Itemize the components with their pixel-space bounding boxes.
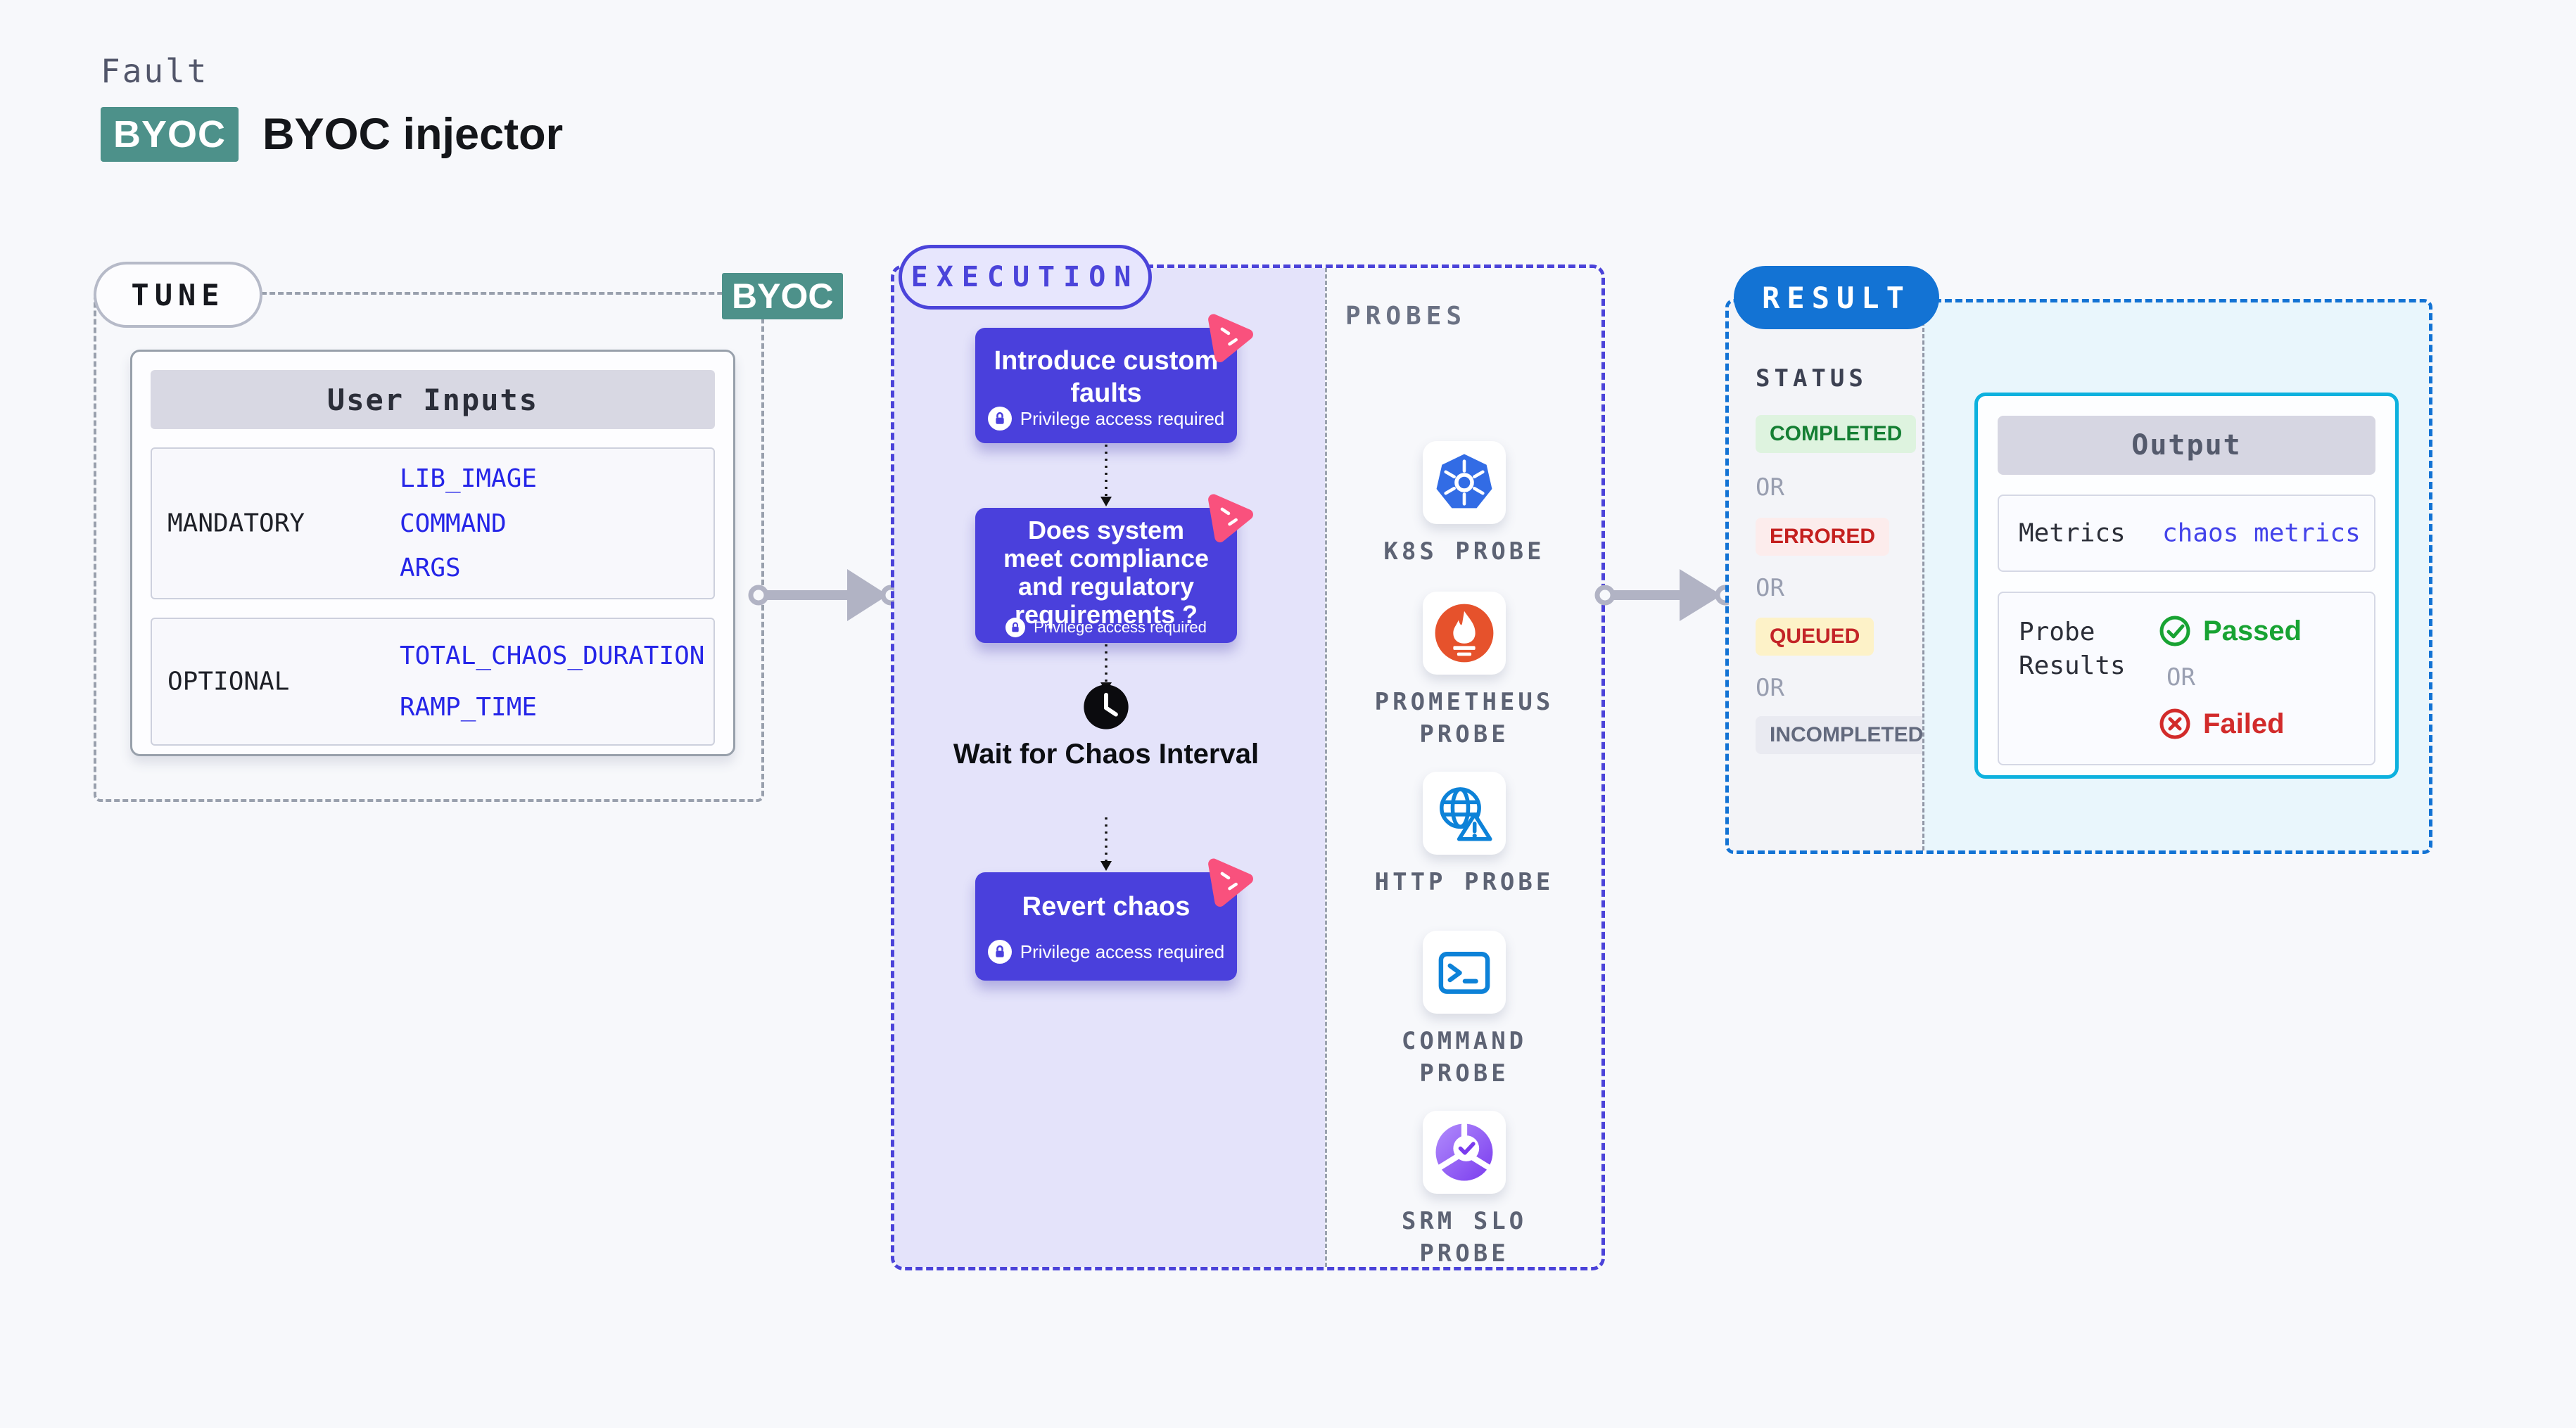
byoc-badge: BYOC — [101, 107, 239, 162]
failed-label: Failed — [2203, 708, 2285, 739]
chaos-fault-icon — [1208, 858, 1253, 907]
lock-icon — [987, 407, 1012, 431]
tune-section-border — [94, 292, 764, 802]
page-title: BYOC injector — [262, 110, 564, 159]
step-compliance-check: Does system meet compliance and regulato… — [975, 494, 1253, 643]
user-inputs-title: User Inputs — [151, 370, 715, 429]
env-var: TOTAL_CHAOS_DURATION — [400, 642, 705, 670]
privilege-note: Privilege access required — [975, 407, 1237, 431]
list-item-k8s-probe: K8S PROBE — [1327, 441, 1601, 568]
list-item-command-probe: COMMAND PROBE — [1327, 931, 1601, 1090]
probe-results-row: Probe Results Passed OR — [1998, 592, 2375, 765]
step-revert-chaos: Revert chaos Privilege access required — [975, 858, 1253, 981]
list-item-prometheus-probe: PROMETHEUS PROBE — [1327, 592, 1601, 751]
command-probe-icon — [1423, 931, 1506, 1014]
tune-pill: TUNE — [94, 262, 262, 328]
metrics-label: Metrics — [2019, 518, 2126, 548]
env-var: RAMP_TIME — [400, 693, 538, 722]
output-panel: Output Metrics chaos metrics Probe Resul… — [1922, 302, 2429, 850]
probe-label: HTTP PROBE — [1374, 868, 1554, 896]
tune-byoc-tag: BYOC — [722, 273, 844, 319]
probes-title: PROBES — [1345, 302, 1467, 331]
execution-pill: EXECUTION — [899, 245, 1152, 310]
privilege-text: Privilege access required — [1020, 407, 1225, 429]
metrics-value: chaos metrics — [2162, 518, 2361, 548]
check-circle-icon — [2159, 616, 2190, 646]
metrics-row: Metrics chaos metrics — [1998, 495, 2375, 572]
step-title: Revert chaos — [1022, 892, 1191, 922]
result-pill: RESULT — [1734, 266, 1939, 329]
or-label: OR — [1756, 674, 1784, 702]
table-row-optional: OPTIONAL TOTAL_CHAOS_DURATION RAMP_TIME — [151, 618, 715, 746]
probe-label: COMMAND PROBE — [1401, 1027, 1528, 1088]
user-inputs-card: User Inputs MANDATORY LIB_IMAGE COMMAND … — [130, 350, 735, 756]
output-card: Output Metrics chaos metrics Probe Resul… — [1974, 393, 2399, 779]
table-row-mandatory: MANDATORY LIB_IMAGE COMMAND ARGS — [151, 447, 715, 599]
execution-flow: Introduce custom faults Privilege access… — [891, 264, 1321, 1270]
env-var: LIB_IMAGE — [400, 464, 538, 494]
status-badge-completed: COMPLETED — [1756, 415, 1917, 453]
prometheus-probe-icon — [1423, 592, 1506, 675]
optional-values: TOTAL_CHAOS_DURATION RAMP_TIME — [400, 619, 704, 744]
step-title: Does system meet compliance and regulato… — [1003, 516, 1210, 629]
chaos-fault-icon — [1208, 314, 1253, 362]
page-header: BYOC BYOC injector — [101, 107, 563, 162]
mandatory-values: LIB_IMAGE COMMAND ARGS — [400, 449, 537, 598]
env-var: COMMAND — [400, 509, 507, 538]
list-item-http-probe: HTTP PROBE — [1327, 772, 1601, 898]
clock-icon — [1083, 684, 1129, 730]
row-label: OPTIONAL — [167, 667, 290, 696]
probe-label: PROMETHEUS PROBE — [1374, 688, 1554, 748]
wait-for-chaos-interval-label: Wait for Chaos Interval — [953, 739, 1260, 770]
passed-row: Passed — [2158, 614, 2302, 648]
probe-label: SRM SLO PROBE — [1401, 1207, 1528, 1268]
passed-label: Passed — [2203, 615, 2302, 646]
status-title: STATUS — [1756, 364, 1867, 393]
status-badge-incompleted: INCOMPLETED — [1756, 716, 1938, 754]
probe-results-label: Probe Results — [2019, 618, 2126, 680]
result-section-border: STATUS COMPLETED OR ERRORED OR QUEUED OR… — [1725, 299, 2432, 854]
probe-label: K8S PROBE — [1383, 537, 1545, 566]
list-item-srm-slo-probe: SRM SLO PROBE — [1327, 1111, 1601, 1268]
or-label: OR — [1756, 473, 1784, 502]
lock-icon — [987, 940, 1012, 964]
srm-slo-probe-icon — [1423, 1111, 1506, 1194]
execution-section-border: PROBES K8S PROBE — [891, 264, 1605, 1270]
status-badge-errored: ERRORED — [1756, 518, 1890, 556]
env-var: ARGS — [400, 553, 461, 582]
privilege-text: Privilege access required — [1034, 618, 1207, 636]
status-badge-queued: QUEUED — [1756, 618, 1874, 656]
output-title: Output — [1998, 416, 2375, 475]
dotted-connector-arrow — [1100, 445, 1112, 506]
step-introduce-custom-faults: Introduce custom faults Privilege access… — [975, 314, 1253, 443]
or-label: OR — [2166, 663, 2195, 691]
x-circle-icon — [2159, 708, 2190, 739]
privilege-note: Privilege access required — [975, 618, 1237, 637]
failed-row: Failed — [2158, 707, 2302, 741]
privilege-note: Privilege access required — [975, 940, 1237, 964]
probe-results-values: Passed OR Failed — [2158, 614, 2302, 741]
status-column: STATUS COMPLETED OR ERRORED OR QUEUED OR… — [1729, 302, 1938, 850]
privilege-text: Privilege access required — [1020, 941, 1225, 962]
http-probe-icon — [1423, 772, 1506, 855]
chaos-fault-icon — [1208, 494, 1253, 542]
row-label: MANDATORY — [167, 509, 305, 538]
flow-arrow-execution-to-result — [1594, 569, 1736, 621]
flow-arrow-tune-to-execution — [748, 569, 901, 621]
step-title: Introduce custom faults — [994, 346, 1219, 408]
fault-eyebrow: Fault — [101, 52, 209, 90]
dotted-connector-arrow — [1100, 817, 1112, 871]
lock-icon — [1005, 618, 1026, 637]
probes-panel: PROBES K8S PROBE — [1325, 268, 1601, 1267]
or-label: OR — [1756, 574, 1784, 602]
k8s-probe-icon — [1423, 441, 1506, 524]
